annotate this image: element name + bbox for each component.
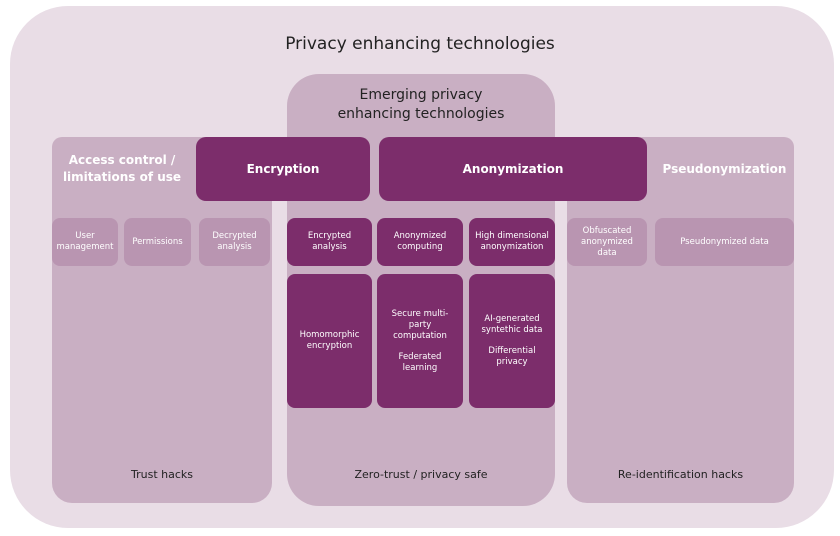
reidentification-hacks-label: Re-identification hacks [617, 468, 744, 481]
zero-trust-label: Zero-trust / privacy safe [354, 468, 488, 481]
ai-generated-synthetic-data-box: AI-generated syntethic data Differential… [469, 274, 555, 408]
pseudonymization-header: Pseudonymization [655, 137, 794, 201]
federated-learning-label: Federated learning [398, 351, 442, 373]
obfuscated-anonymized-data-box: Obfuscated anonymized data [567, 218, 647, 266]
anonymized-computing-box: Anonymized computing [377, 218, 463, 266]
decrypted-analysis-box: Decrypted analysis [199, 218, 270, 266]
encrypted-analysis-box: Encrypted analysis [287, 218, 372, 266]
secure-multi-party-computation-box: Secure multi-party computation Federated… [377, 274, 463, 408]
homomorphic-encryption-box: Homomorphic encryption [287, 274, 372, 408]
user-management-box: User management [52, 218, 118, 266]
encryption-header: Encryption [196, 137, 370, 201]
permissions-box: Permissions [124, 218, 191, 266]
diagram-title: Privacy enhancing technologies [285, 34, 555, 54]
trust-hacks-label: Trust hacks [131, 468, 193, 481]
emerging-technologies-title: Emerging privacy enhancing technologies [337, 87, 505, 122]
high-dimensional-anonymization-box: High dimensional anonymization [469, 218, 555, 266]
access-control-header: Access control / limitations of use [52, 137, 192, 201]
anonymization-header: Anonymization [379, 137, 647, 201]
pseudonymized-data-box: Pseudonymized data [655, 218, 794, 266]
differential-privacy-label: Differential privacy [488, 346, 536, 367]
